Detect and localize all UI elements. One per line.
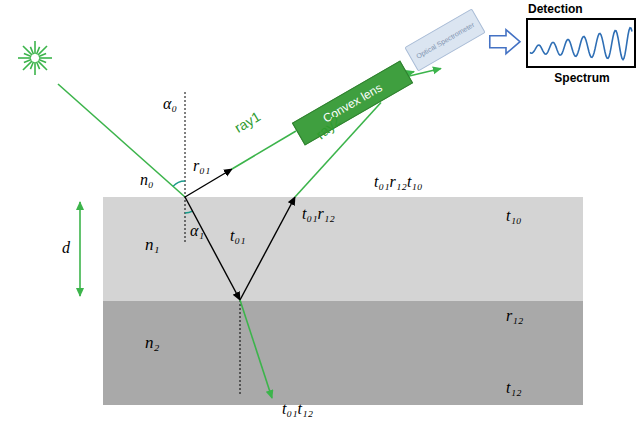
refractive-index: n₁ xyxy=(145,235,159,255)
coefficient-label: r₀₁ xyxy=(193,156,210,175)
plot-frame xyxy=(526,18,636,68)
plot-heading: Detection xyxy=(528,2,583,16)
laser-ray xyxy=(39,57,52,59)
laser-ray xyxy=(30,47,33,54)
optical-spectrometer: Optical Spectrometer xyxy=(404,8,486,71)
spectrum-display: DetectionSpectrum xyxy=(524,2,640,90)
coefficient-label: t₀₁ xyxy=(230,226,246,245)
laser-ray xyxy=(24,60,31,63)
laser-ray xyxy=(34,41,36,54)
coefficient-label: r₁₂ xyxy=(506,306,523,325)
coefficient-label: t₁₀ xyxy=(506,206,522,225)
refractive-index: n₀ xyxy=(140,170,154,189)
angle-arc xyxy=(173,181,185,186)
laser-ray xyxy=(37,62,40,69)
laser-source xyxy=(18,41,52,75)
convex-lens: Convex lens xyxy=(291,60,412,145)
coefficient-label: t₀₁t₁₂ xyxy=(282,399,313,418)
spectrum-curve xyxy=(528,20,634,66)
device-label: Optical Spectrometer xyxy=(415,21,475,60)
coefficient-label: t₀₁r₁₂t₁₀ xyxy=(374,172,423,191)
incident-ray xyxy=(58,84,185,197)
plot-caption: Spectrum xyxy=(524,71,640,85)
angle-label: α₀ xyxy=(163,94,177,113)
laser-ray xyxy=(18,57,31,59)
refractive-index: n₂ xyxy=(145,333,159,353)
coefficient-label: t₀₁r₁₂ xyxy=(302,204,335,223)
angle-label: α₁ xyxy=(190,221,204,240)
coefficient-label: t₁₂ xyxy=(506,378,522,397)
laser-ray xyxy=(34,62,36,75)
thickness-label: d xyxy=(62,238,70,257)
signal-arrow xyxy=(490,30,520,54)
ray-label: ray1 xyxy=(232,108,264,136)
thickness-arrow xyxy=(79,202,81,296)
laser-ray xyxy=(39,53,46,56)
ray1 xyxy=(232,131,296,169)
